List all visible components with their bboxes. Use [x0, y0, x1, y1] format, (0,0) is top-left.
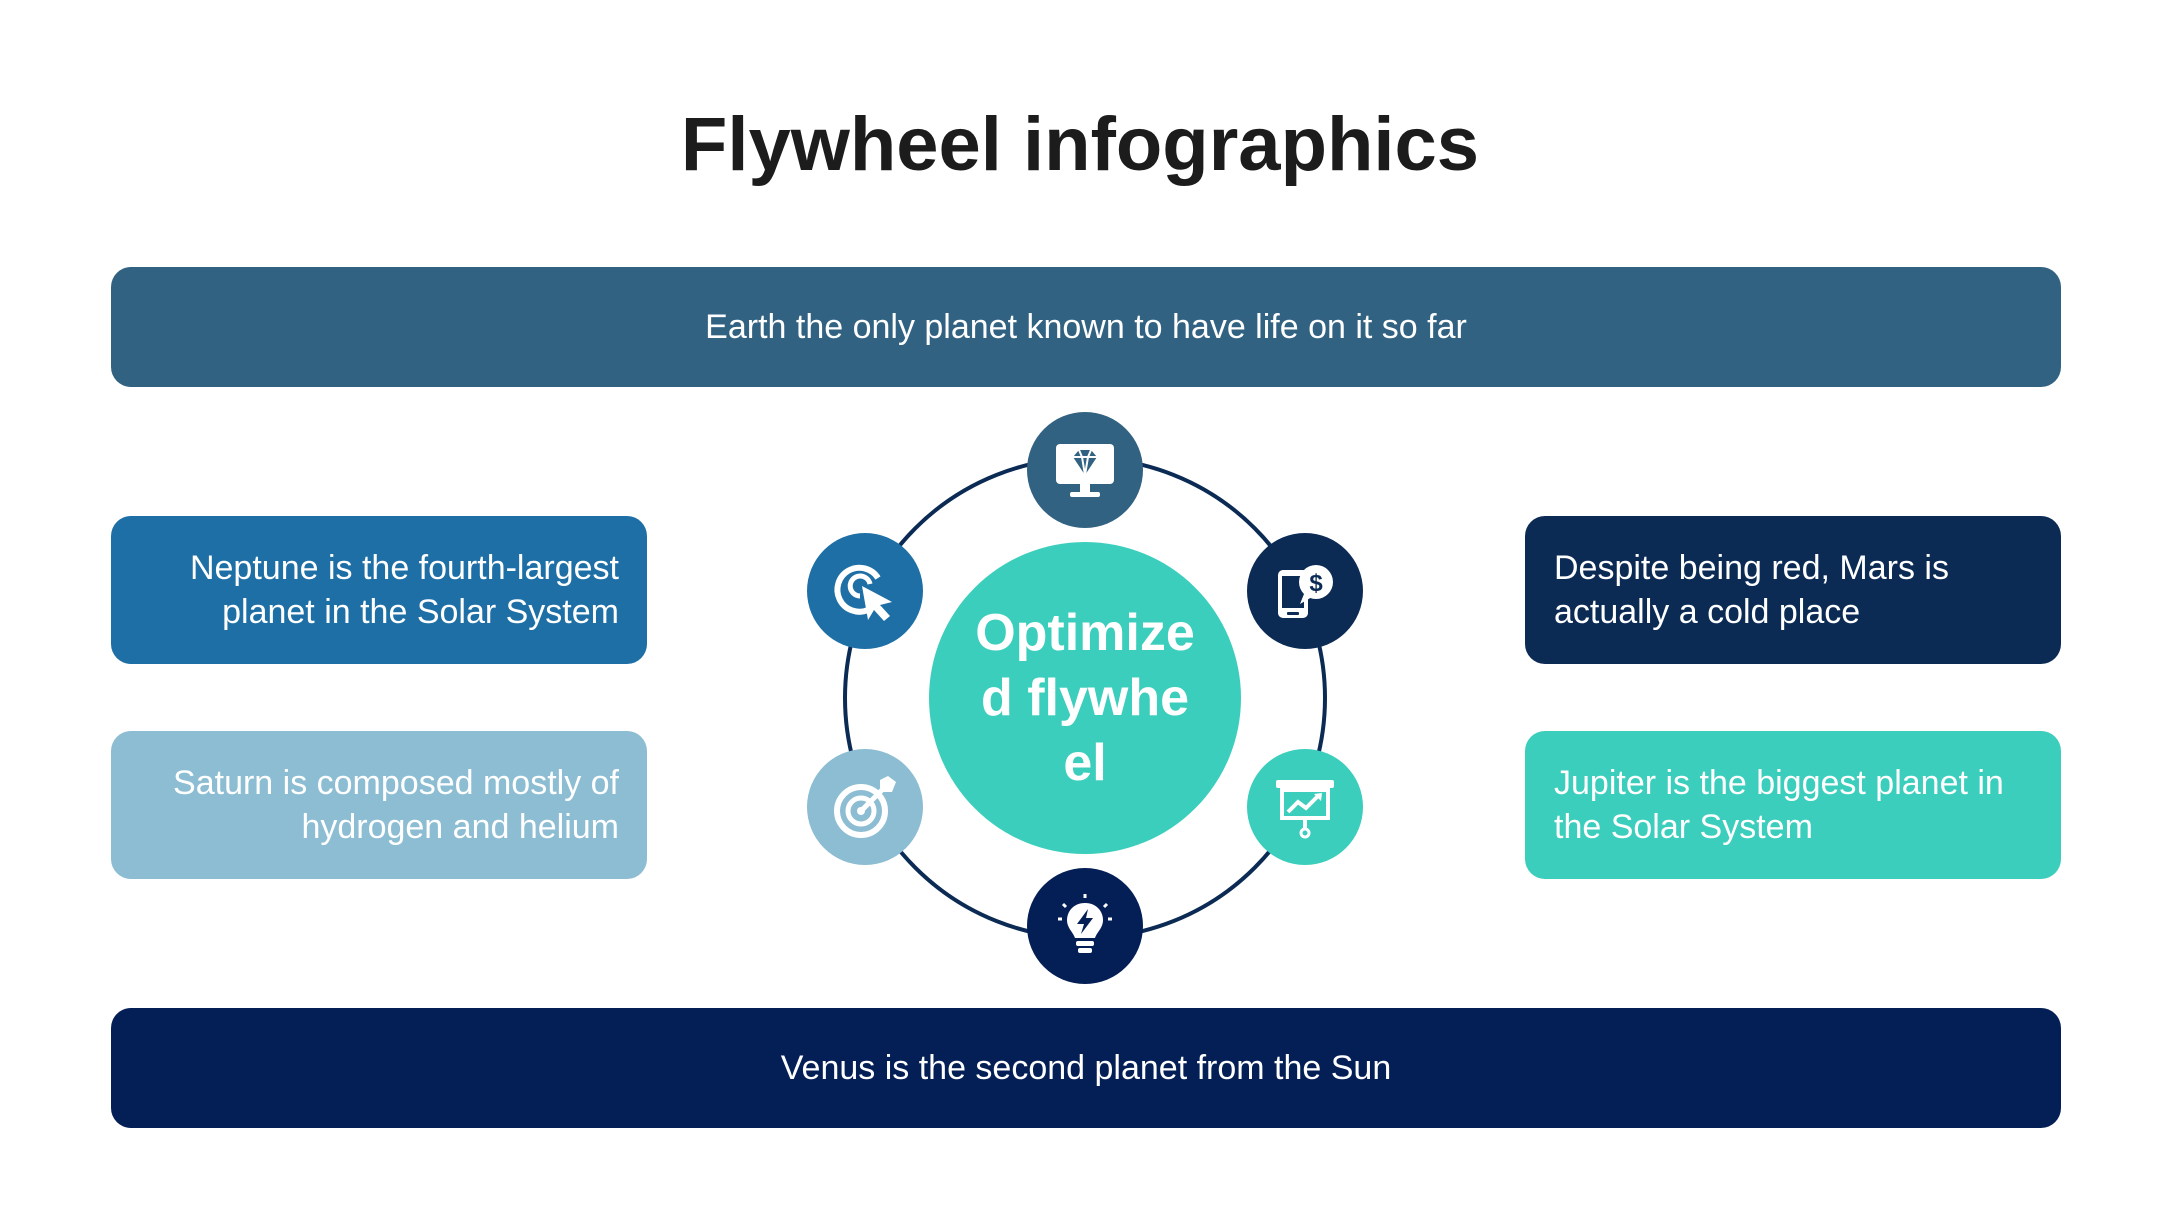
hub-label: Optimized flywheel	[975, 603, 1195, 792]
node-target-cursor	[807, 533, 923, 649]
node-presentation-chart	[1247, 749, 1363, 865]
box-top-right: Despite being red, Mars is actually a co…	[1525, 516, 2061, 664]
box-top-left: Neptune is the fourth-largest planet in …	[111, 516, 647, 664]
box-top-left-text: Neptune is the fourth-largest planet in …	[189, 549, 619, 631]
lightbulb-bolt-icon	[1058, 894, 1112, 953]
top-banner: Earth the only planet known to have life…	[111, 267, 2061, 387]
top-banner-text: Earth the only planet known to have life…	[705, 307, 1467, 346]
node-diamond-monitor	[1027, 412, 1143, 528]
box-top-right-text: Despite being red, Mars is actually a co…	[1554, 549, 1949, 631]
box-bottom-left-text: Saturn is composed mostly of hydrogen an…	[173, 764, 619, 846]
mobile-dollar-icon: $	[1278, 565, 1333, 618]
box-bottom-right: Jupiter is the biggest planet in the Sol…	[1525, 731, 2061, 879]
target-cursor-icon	[834, 564, 892, 621]
flywheel-hub: Optimized flywheel	[929, 542, 1241, 854]
page-title: Flywheel infographics	[680, 102, 1480, 187]
box-bottom-left: Saturn is composed mostly of hydrogen an…	[111, 731, 647, 879]
bottom-banner-text: Venus is the second planet from the Sun	[780, 1048, 1392, 1087]
node-mobile-dollar: $	[1247, 533, 1363, 649]
node-lightbulb-bolt	[1027, 868, 1143, 984]
diamond-monitor-icon	[1056, 444, 1114, 497]
svg-text:$: $	[1309, 570, 1323, 597]
node-target-arrow	[807, 749, 923, 865]
bottom-banner: Venus is the second planet from the Sun	[111, 1008, 2061, 1128]
box-bottom-right-text: Jupiter is the biggest planet in the Sol…	[1554, 764, 2004, 846]
target-arrow-icon	[834, 776, 896, 838]
presentation-chart-icon	[1276, 780, 1334, 839]
